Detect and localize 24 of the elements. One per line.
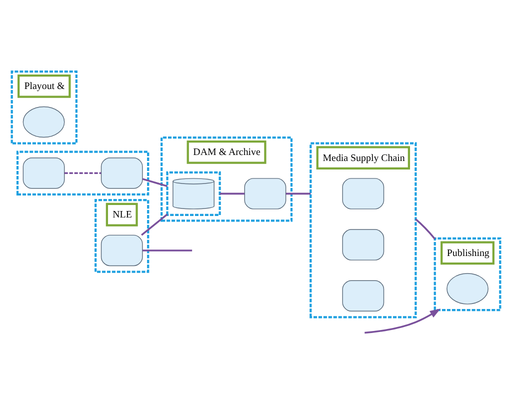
cluster	[166, 171, 220, 216]
connector	[142, 178, 168, 188]
node-cloud	[22, 106, 64, 138]
cluster: Playout &	[10, 70, 77, 144]
node-box	[100, 234, 142, 266]
node-box	[342, 229, 384, 260]
node-box	[22, 157, 64, 189]
connector	[414, 218, 436, 240]
cluster: Media Supply Chain	[309, 142, 416, 318]
cluster: DAM & Archive	[160, 136, 292, 222]
connector	[64, 172, 101, 174]
node-cloud	[446, 273, 488, 304]
node-box	[100, 157, 142, 189]
connector	[219, 192, 244, 195]
node-box	[342, 280, 384, 312]
node-box	[244, 178, 286, 210]
cluster	[16, 150, 149, 196]
cluster: NLE	[94, 199, 149, 273]
node-box	[342, 178, 384, 210]
connector	[142, 250, 192, 252]
connector	[285, 192, 310, 195]
connector	[140, 214, 168, 236]
arrow	[364, 308, 440, 334]
cluster: Publishing	[433, 237, 501, 312]
